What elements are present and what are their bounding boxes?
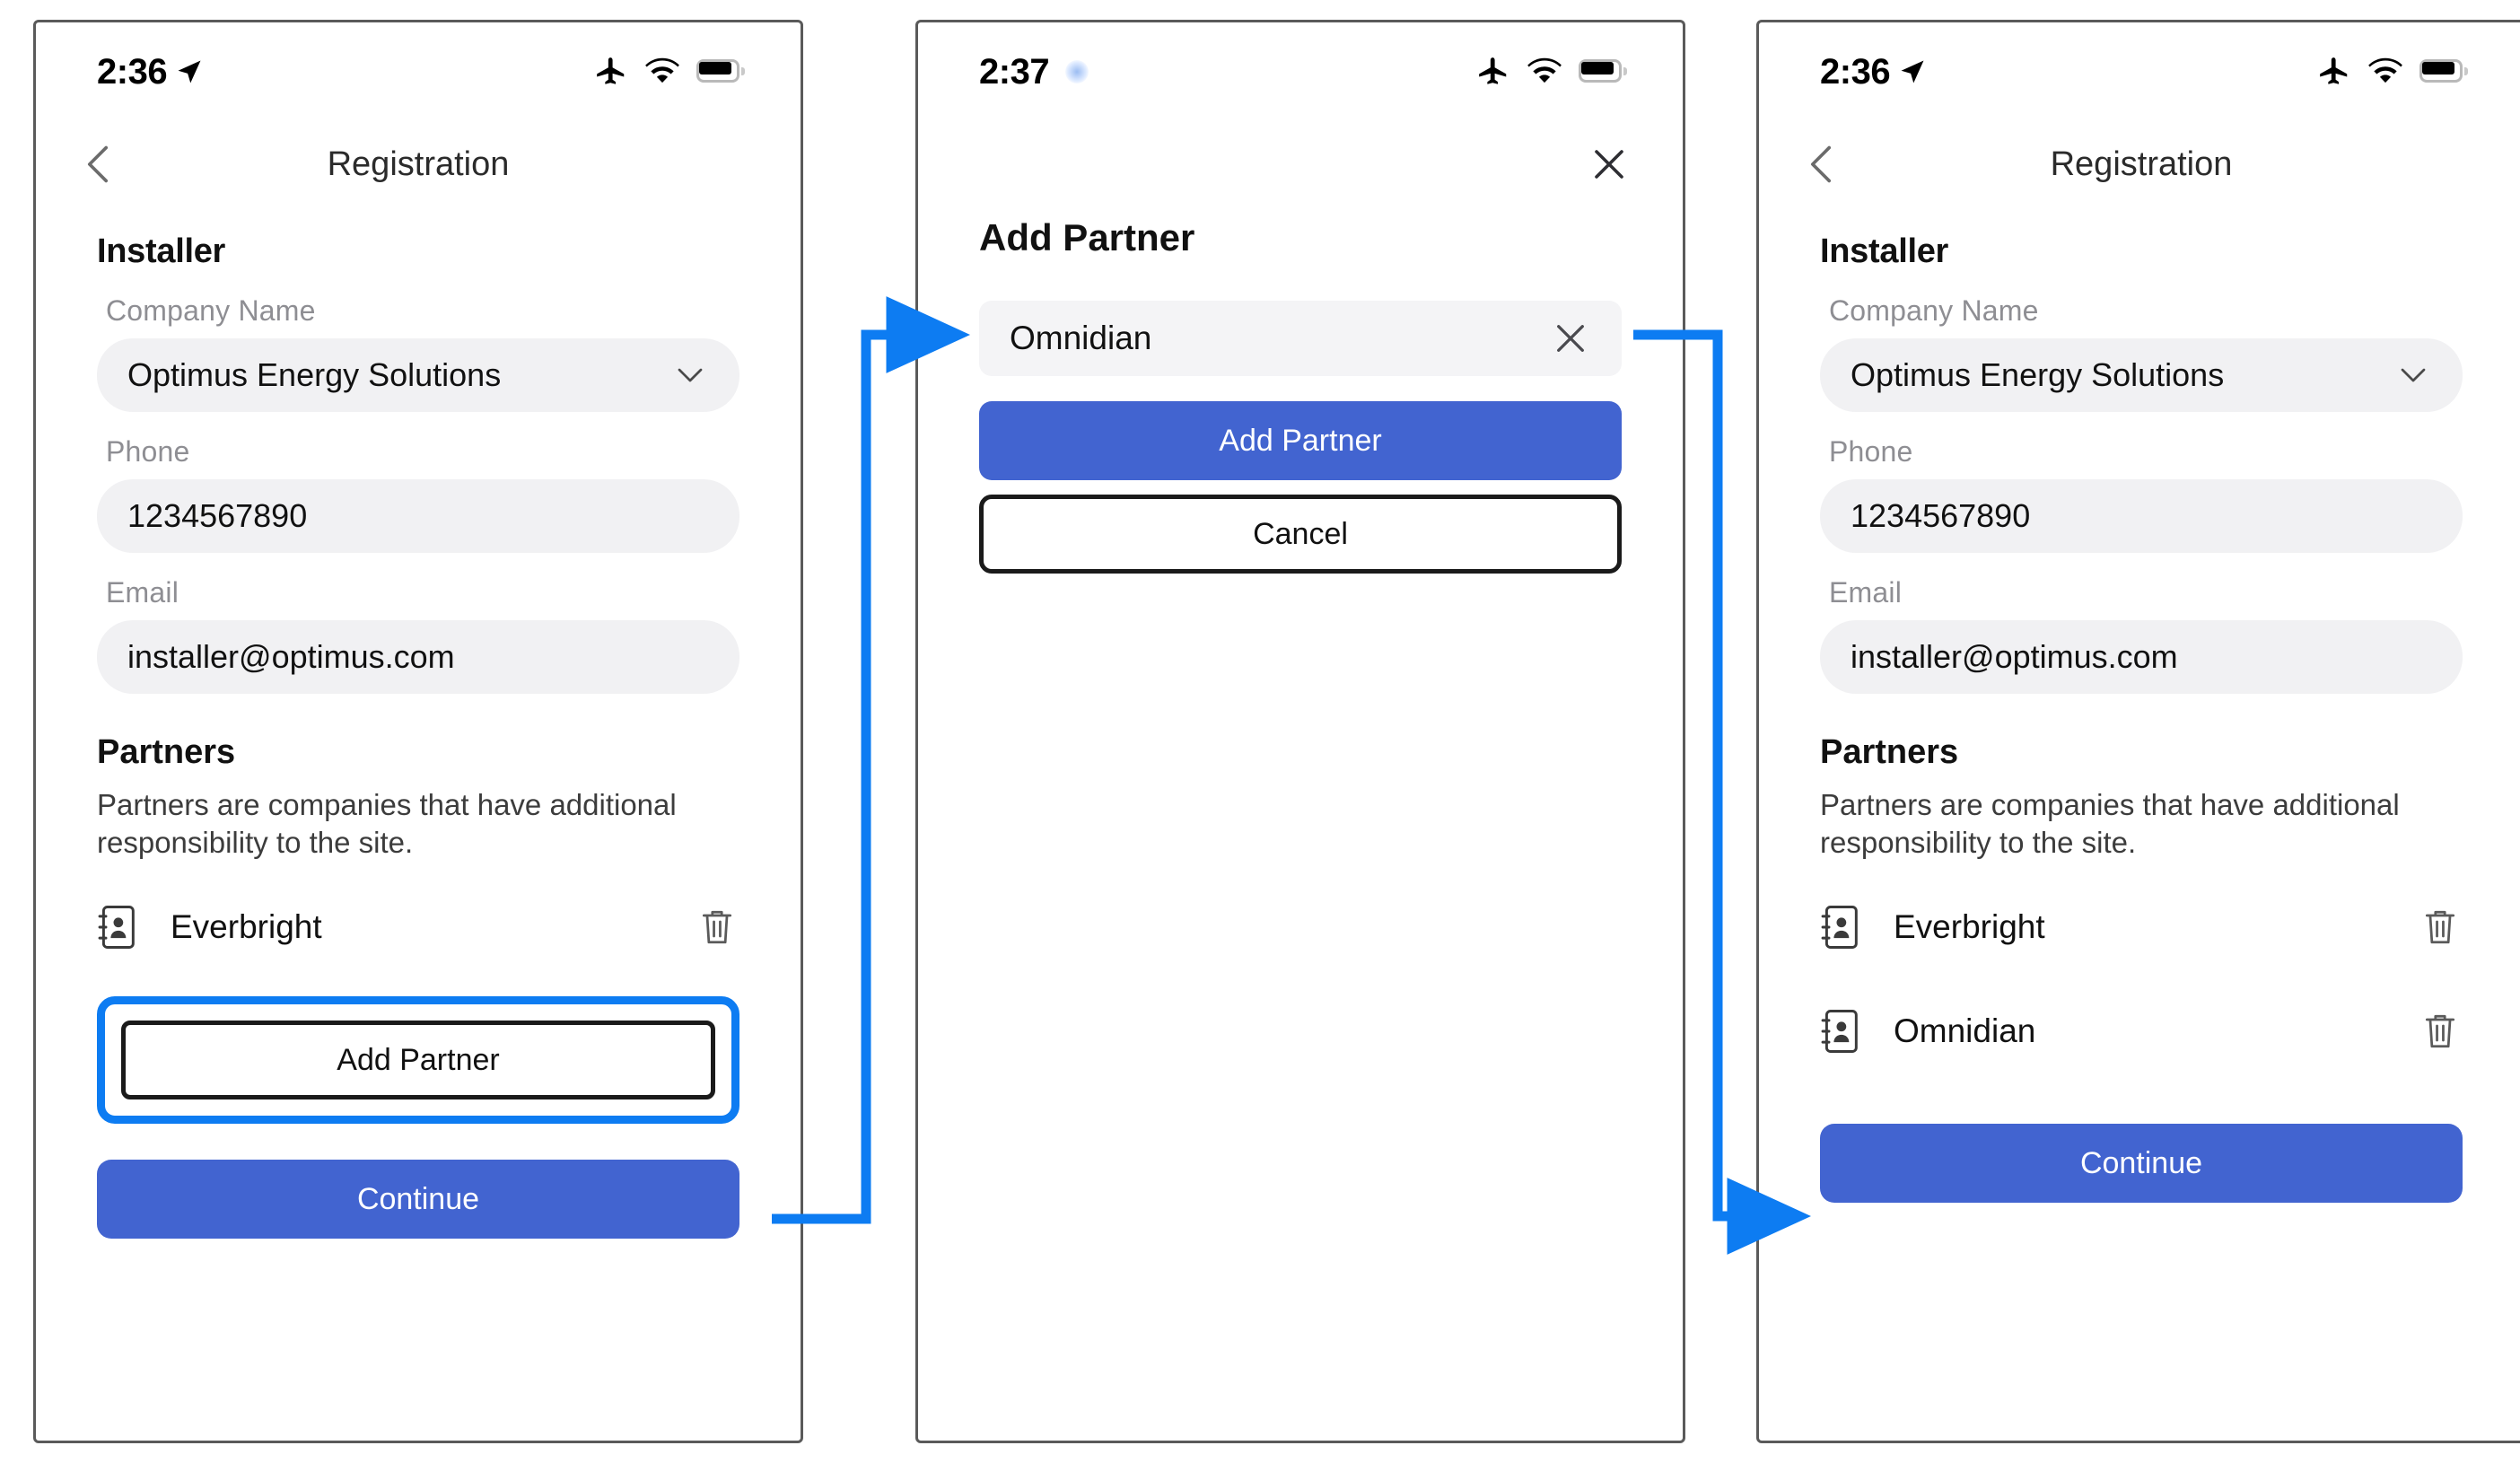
phone-panel-registration-before: 2:36 Registration xyxy=(33,20,803,1443)
company-name-select[interactable]: Optimus Energy Solutions xyxy=(1820,338,2463,412)
status-bar: 2:37 xyxy=(918,22,1683,121)
field-value: installer@optimus.com xyxy=(1851,638,2178,675)
status-time: 2:36 xyxy=(97,51,168,92)
email-input[interactable]: installer@optimus.com xyxy=(97,620,739,694)
field-value: Optimus Energy Solutions xyxy=(127,356,502,393)
wifi-icon xyxy=(1527,57,1562,86)
status-bar-right xyxy=(594,55,745,89)
field-label: Company Name xyxy=(1829,294,2039,327)
phone-panel-registration-after: 2:36 Registration xyxy=(1756,20,2520,1443)
partner-row-everbright[interactable]: Everbright xyxy=(1820,889,2463,966)
partners-description: Partners are companies that have additio… xyxy=(1820,788,2400,860)
field-email: Email installer@optimus.com xyxy=(97,576,739,694)
airplane-mode-icon xyxy=(1476,55,1510,89)
trash-icon[interactable] xyxy=(2423,907,2457,948)
field-email: Email installer@optimus.com xyxy=(1820,576,2463,694)
partner-row-everbright[interactable]: Everbright xyxy=(97,889,739,966)
status-bar-right xyxy=(1476,55,1627,89)
field-phone: Phone 1234567890 xyxy=(97,435,739,553)
status-bar-left: 2:36 xyxy=(97,52,203,92)
status-time: 2:37 xyxy=(979,51,1050,92)
nav-bar: Registration xyxy=(1759,121,2520,207)
status-bar-right xyxy=(2317,55,2468,89)
status-bar-left: 2:36 xyxy=(1820,52,1926,92)
page-title: Registration xyxy=(327,145,510,183)
field-label: Company Name xyxy=(106,294,316,327)
add-partner-highlight-ring: Add Partner xyxy=(97,996,739,1125)
continue-button[interactable]: Continue xyxy=(1820,1124,2463,1204)
wifi-icon xyxy=(2367,57,2403,86)
search-input-value: Omnidian xyxy=(1010,320,1152,356)
phone-input[interactable]: 1234567890 xyxy=(97,479,739,553)
location-arrow-icon xyxy=(176,58,203,85)
partner-name: Everbright xyxy=(1894,908,2045,946)
nav-bar xyxy=(918,121,1683,207)
modal-actions: Add Partner Cancel xyxy=(979,401,1622,574)
panel2-content: Add Partner Omnidian Add Partner Cancel xyxy=(918,216,1683,574)
battery-icon xyxy=(2419,59,2468,84)
company-name-select[interactable]: Optimus Energy Solutions xyxy=(97,338,739,412)
phone-input[interactable]: 1234567890 xyxy=(1820,479,2463,553)
battery-icon xyxy=(696,59,745,84)
field-value: 1234567890 xyxy=(127,497,308,534)
field-value: Optimus Energy Solutions xyxy=(1851,356,2225,393)
field-label: Email xyxy=(1829,576,1903,609)
field-label: Phone xyxy=(1829,435,1913,468)
partner-search-input[interactable]: Omnidian xyxy=(979,301,1622,376)
field-company-name: Company Name Optimus Energy Solutions xyxy=(97,294,739,412)
trash-icon[interactable] xyxy=(2423,1011,2457,1052)
chevron-down-icon xyxy=(2400,367,2427,383)
field-value: 1234567890 xyxy=(1851,497,2031,534)
back-button[interactable] xyxy=(1806,144,1836,185)
section-title-partners: Partners xyxy=(97,733,236,771)
contact-card-icon xyxy=(1820,904,1861,951)
field-company-name: Company Name Optimus Energy Solutions xyxy=(1820,294,2463,412)
continue-button[interactable]: Continue xyxy=(97,1160,739,1240)
partner-name: Omnidian xyxy=(1894,1012,2036,1050)
partner-row-omnidian[interactable]: Omnidian xyxy=(1820,993,2463,1070)
status-bar-left: 2:37 xyxy=(979,52,1089,92)
section-title-installer: Installer xyxy=(97,232,226,270)
field-phone: Phone 1234567890 xyxy=(1820,435,2463,553)
email-input[interactable]: installer@optimus.com xyxy=(1820,620,2463,694)
chevron-down-icon xyxy=(677,367,704,383)
section-title-installer: Installer xyxy=(1820,232,1949,270)
phone-panel-add-partner-modal: 2:37 Ad xyxy=(915,20,1685,1443)
airplane-mode-icon xyxy=(594,55,628,89)
field-value: installer@optimus.com xyxy=(127,638,455,675)
contact-card-icon xyxy=(1820,1008,1861,1055)
airplane-mode-icon xyxy=(2317,55,2351,89)
status-time: 2:36 xyxy=(1820,51,1891,92)
panel1-content: Installer Company Name Optimus Energy So… xyxy=(36,232,801,1240)
battery-icon xyxy=(1579,59,1627,84)
back-button[interactable] xyxy=(83,144,113,185)
trash-icon[interactable] xyxy=(700,907,734,948)
add-partner-confirm-button[interactable]: Add Partner xyxy=(979,401,1622,480)
clear-icon[interactable] xyxy=(1553,321,1588,355)
status-bar: 2:36 xyxy=(1759,22,2520,121)
nav-bar: Registration xyxy=(36,121,801,207)
cancel-button[interactable]: Cancel xyxy=(979,495,1622,574)
modal-title: Add Partner xyxy=(979,216,1195,258)
wifi-icon xyxy=(644,57,680,86)
partners-description: Partners are companies that have additio… xyxy=(97,788,677,860)
page-title: Registration xyxy=(2050,145,2233,183)
location-arrow-icon xyxy=(1899,58,1926,85)
field-label: Phone xyxy=(106,435,190,468)
field-label: Email xyxy=(106,576,179,609)
add-partner-button[interactable]: Add Partner xyxy=(121,1021,715,1100)
blue-dot-indicator xyxy=(1065,60,1089,83)
status-bar: 2:36 xyxy=(36,22,801,121)
partner-name: Everbright xyxy=(171,908,322,946)
panel3-content: Installer Company Name Optimus Energy So… xyxy=(1759,232,2520,1204)
contact-card-icon xyxy=(97,904,138,951)
section-title-partners: Partners xyxy=(1820,733,1959,771)
close-icon[interactable] xyxy=(1591,146,1627,182)
